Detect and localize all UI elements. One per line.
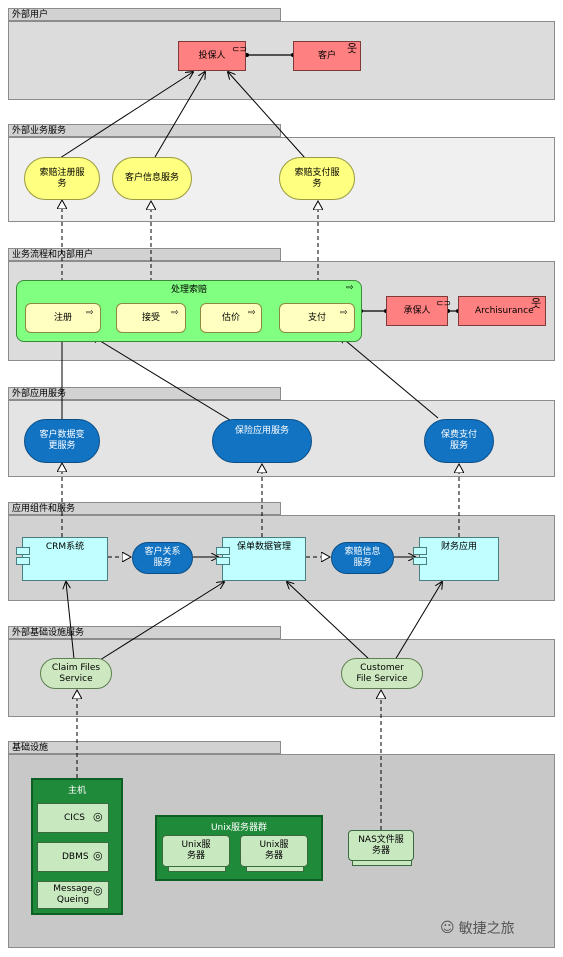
layer-external-users [8,21,555,100]
app-service-insurance-label: 保险应用服务 [234,426,289,436]
actor-insurer-label: 承保人 [403,305,431,316]
infra-service-claim-files[interactable]: Claim Files Service [40,658,112,689]
system-software-cics-label: CICS [64,812,85,823]
system-software-mq[interactable]: Message Queing [37,881,109,909]
device-unix-server-2[interactable]: Unix服务器 [240,835,308,867]
process-step-pay[interactable]: 支付 [279,303,355,333]
layer-tab-external-app-services: 外部应用服务 [8,387,281,400]
node-mainframe-label: 主机 [67,786,86,796]
system-software-dbms-label: DBMS [62,851,89,862]
service-customer-info-label: 客户信息服务 [125,173,180,183]
process-arrow-icon: ⇨ [171,308,179,318]
process-step-pay-label: 支付 [307,312,326,323]
component-icon [413,557,427,565]
process-arrow-icon: ⇨ [346,283,354,293]
process-arrow-icon: ⇨ [340,308,348,318]
actor-insurant-label: 投保人 [198,50,226,61]
app-service-premium-payment-label: 保费支付服务 [440,430,477,451]
actor-archisurance[interactable]: Archisurance [458,296,546,326]
role-icon: ⊂⊃ [436,299,452,309]
app-service-claim-info[interactable]: 索赔信息服务 [331,542,394,574]
process-step-register-label: 注册 [53,312,72,323]
device-unix-server-2-label: Unix服务器 [259,840,289,861]
process-handle-claim-label: 处理索赔 [170,285,207,295]
component-crm[interactable]: CRM系统 [22,537,108,581]
process-step-register[interactable]: 注册 [25,303,101,333]
service-claim-payment[interactable]: 索赔支付服务 [279,157,355,200]
component-policy-data[interactable]: 保单数据管理 [222,537,306,581]
actor-insurer[interactable]: 承保人 [386,296,448,326]
app-service-customer-data-change-label: 客户数据变更服务 [39,430,85,451]
actor-customer-label: 客户 [317,50,336,61]
component-icon [216,557,230,565]
watermark-label: 敏捷之旅 [458,921,515,937]
component-crm-label: CRM系统 [45,542,85,552]
system-software-dbms[interactable]: DBMS [37,842,109,872]
layer-tab-external-users: 外部用户 [8,8,281,21]
actor-insurant[interactable]: 投保人 [178,41,246,71]
app-service-customer-relation-label: 客户关系服务 [144,547,181,568]
component-icon [216,547,230,555]
component-icon [16,547,30,555]
actor-icon: 웃 [531,297,542,310]
device-nas[interactable]: NAS文件服务器 [348,830,414,861]
device-unix-server-1[interactable]: Unix服务器 [162,835,230,867]
device-icon [168,866,226,872]
service-claim-payment-label: 索赔支付服务 [294,167,340,189]
role-icon: ⊂⊃ [232,45,248,55]
device-icon [352,860,412,866]
actor-customer[interactable]: 客户 [293,41,361,71]
component-policy-data-label: 保单数据管理 [236,542,291,552]
system-software-icon: ◎ [93,810,103,823]
process-arrow-icon: ⇨ [248,308,256,318]
process-step-valuate[interactable]: 估价 [200,303,262,333]
actor-archisurance-label: Archisurance [475,305,534,316]
system-software-icon: ◎ [93,849,103,862]
layer-tab-processes: 业务流程和内部用户 [8,248,281,261]
system-software-cics[interactable]: CICS [37,803,109,833]
watermark: ☺ 敏捷之旅 [440,918,515,938]
service-claim-register[interactable]: 索赔注册服务 [24,157,100,200]
device-icon [246,866,304,872]
device-unix-server-1-label: Unix服务器 [181,840,211,861]
component-finance-app-label: 财务应用 [440,542,477,552]
wechat-icon: ☺ [440,920,455,936]
system-software-mq-label: Message Queing [53,884,93,905]
process-step-accept-label: 接受 [141,312,160,323]
app-service-claim-info-label: 索赔信息服务 [344,547,381,568]
app-service-insurance[interactable]: 保险应用服务 [212,419,312,463]
infra-service-customer-file-label: Customer File Service [356,662,408,684]
system-software-icon: ◎ [93,884,103,897]
app-service-customer-data-change[interactable]: 客户数据变更服务 [24,419,100,463]
node-unix-cluster-label: Unix服务器群 [210,823,268,833]
infra-service-claim-files-label: Claim Files Service [51,662,101,684]
app-service-premium-payment[interactable]: 保费支付服务 [424,419,494,463]
layer-tab-infrastructure: 基础设施 [8,741,281,754]
infra-service-customer-file[interactable]: Customer File Service [341,658,423,689]
app-service-customer-relation[interactable]: 客户关系服务 [132,542,193,574]
layer-tab-app-components: 应用组件和服务 [8,502,281,515]
component-icon [413,547,427,555]
process-step-accept[interactable]: 接受 [116,303,186,333]
service-customer-info[interactable]: 客户信息服务 [112,157,192,200]
component-finance-app[interactable]: 财务应用 [419,537,499,581]
component-icon [16,557,30,565]
process-arrow-icon: ⇨ [86,308,94,318]
process-step-valuate-label: 估价 [221,312,240,323]
actor-icon: 웃 [347,42,358,55]
service-claim-register-label: 索赔注册服务 [39,167,85,189]
device-nas-label: NAS文件服务器 [358,834,404,856]
